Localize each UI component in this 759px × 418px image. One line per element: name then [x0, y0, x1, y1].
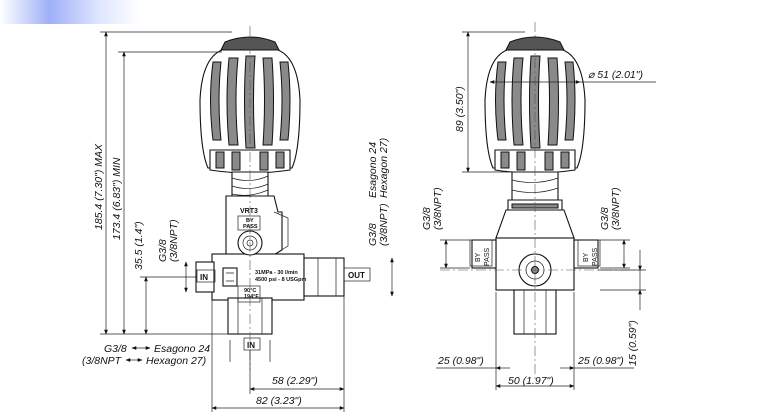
bypass-right-box [577, 239, 601, 267]
side-view: BY PASS BY PASS 89 (3.50") ⌀ 51 (2.01") … [421, 22, 656, 390]
thread-bottom-b: Esagono 24 [154, 343, 210, 355]
dim-25-left: 25 (0.98") [437, 355, 484, 367]
bypass-left-b: PASS [484, 248, 491, 266]
header-gradient [0, 0, 140, 24]
thread-bottom-d: Hexagon 27) [146, 355, 206, 367]
dim-355: 35.5 (1.4") [133, 221, 145, 270]
front-body [195, 195, 345, 335]
plate-line1: 31MPa - 30 l/min [255, 270, 298, 276]
port-out: OUT [348, 271, 365, 280]
ext-lines-bottom [211, 296, 345, 412]
dim-58: 58 (2.29") [272, 375, 318, 387]
hex-outlet-b: Hexagon 27) [378, 138, 390, 198]
dim-25-right: 25 (0.98") [577, 355, 624, 367]
bypass-left-a: BY [475, 252, 482, 262]
temp-line2: 194°F [244, 294, 259, 300]
bypass-label-pass: PASS [243, 224, 258, 230]
thread-bottom-a: G3/8 [104, 343, 127, 355]
port-in-left-box [196, 269, 216, 283]
ext-lines-max [100, 31, 232, 335]
dim-min: 173.4 (6.83") MIN [111, 157, 123, 240]
port-in-bottom-box [243, 337, 261, 351]
bypass-right-b: PASS [592, 248, 599, 266]
thread-outlet-b: (3/8NPT) [378, 203, 390, 246]
plate-line2: 4500 psi - 8 USGpm [255, 277, 306, 283]
dim-50: 50 (1.97") [508, 375, 554, 387]
dim-diam: ⌀ 51 (2.01") [588, 69, 643, 81]
thread-bottom-c: (3/8NPT [82, 355, 123, 367]
thread-outlet-a: G3/8 [367, 223, 379, 246]
thread-inlet-l1: G3/8 [157, 239, 169, 262]
front-view: VRT3 BY PASS 31MPa - 30 l/min 4500 psi -… [82, 26, 394, 412]
port-in-bottom: IN [247, 341, 255, 350]
bypass-right-a: BY [583, 252, 590, 262]
thread-left-b: (3/8NPT) [432, 187, 444, 230]
model-label: VRT3 [240, 208, 258, 215]
dim-82: 82 (3.23") [256, 395, 302, 407]
port-out-box [343, 267, 371, 282]
dim-15: 15 (0.59") [627, 320, 639, 366]
thread-right-b: (3/8NPT) [610, 187, 622, 230]
thread-right-a: G3/8 [599, 207, 611, 230]
port-in-left: IN [200, 273, 208, 282]
bypass-left-box [469, 239, 493, 267]
dim-89: 89 (3.50") [454, 86, 466, 132]
thread-left-a: G3/8 [421, 207, 433, 230]
thread-inlet-l2: (3/8NPT) [168, 219, 180, 262]
dim-max: 185.4 (7.30") MAX [93, 143, 105, 230]
hex-outlet-a: Esagono 24 [367, 142, 379, 198]
